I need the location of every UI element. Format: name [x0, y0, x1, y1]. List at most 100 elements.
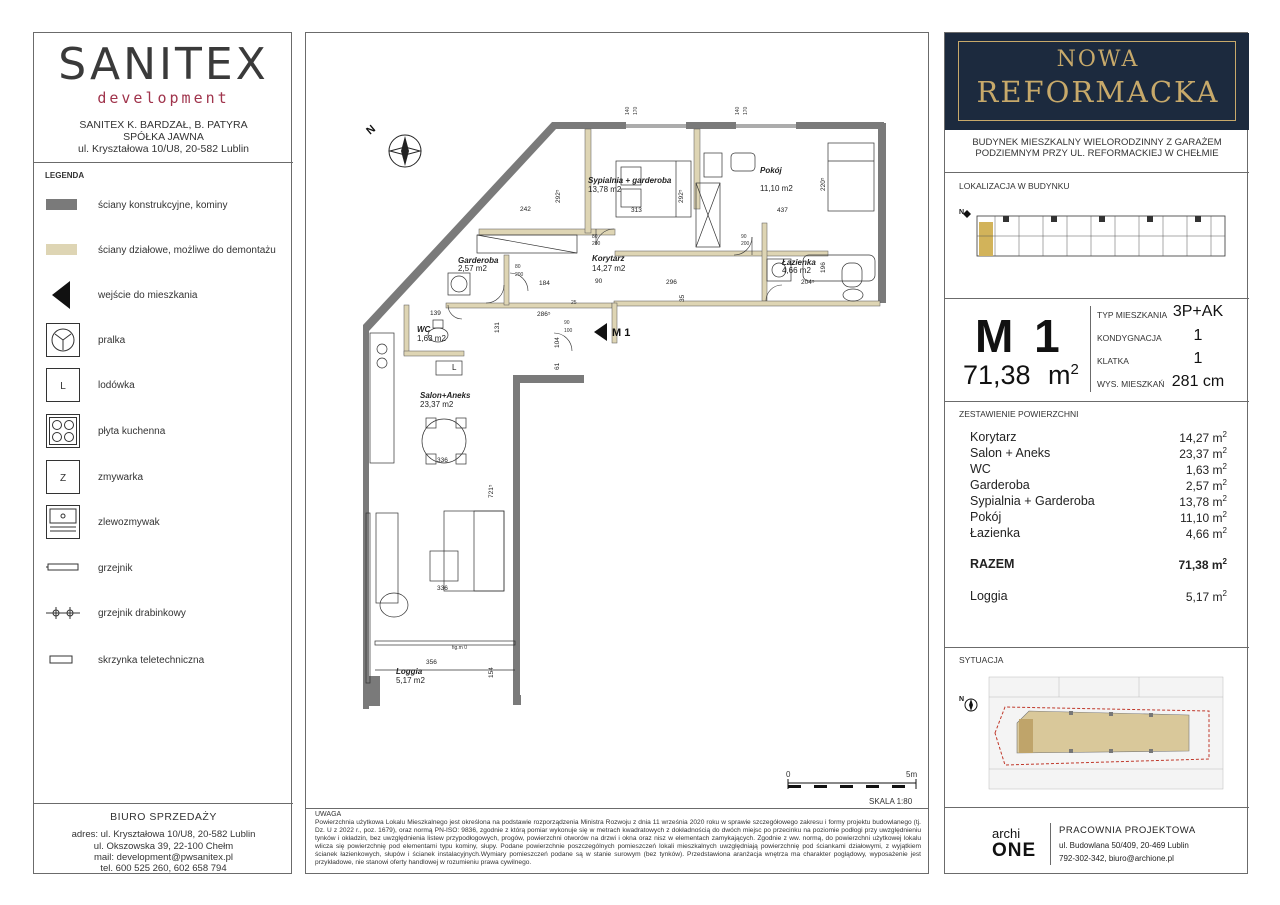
divider [34, 803, 293, 804]
dimension: 292⁵ [678, 189, 685, 203]
legend-label: skrzynka teletechniczna [98, 655, 205, 666]
floor-plan-panel: N [305, 32, 929, 874]
summary-label: ZESTAWIENIE POWIERZCHNI [959, 409, 1079, 419]
company-line: ul. Kryształowa 10/U8, 20-582 Lublin [77, 143, 249, 155]
dimension: 25 [571, 300, 577, 306]
dimension: 35 [679, 294, 686, 302]
dimension: 170 [743, 106, 749, 115]
dimension: 356 [426, 659, 437, 666]
north-compass-icon: N [959, 696, 978, 712]
partition-walls [403, 128, 881, 357]
summary-room: Salon + Aneks [970, 446, 1051, 460]
attribute-label: KONDYGNACJA [1097, 333, 1162, 343]
site-situation-map: N [959, 676, 1224, 790]
scale-start: 0 [786, 770, 791, 779]
notes-text: Powierzchnia użytkowa Lokalu Mieszkalneg… [315, 819, 921, 866]
dimension: 100 [564, 328, 573, 334]
sales-address: adres: ul. Kryształowa 10/U8, 20-582 Lub… [71, 829, 256, 840]
room-name: Loggia [396, 667, 423, 676]
building-location-map: N [959, 209, 1226, 257]
structural-wall-swatch [46, 188, 80, 222]
dimension: 220⁵ [820, 177, 827, 191]
brand-title-bottom: REFORMACKA [976, 75, 1220, 109]
dimension: 200 [741, 241, 750, 247]
architect-logo-bottom: ONE [992, 840, 1037, 861]
apartment-info-panel: NOWA REFORMACKA BUDYNEK MIESZKALNY WIELO… [944, 32, 1249, 874]
scale-end: 5m [906, 770, 918, 779]
cooktop-icon [46, 414, 80, 448]
legend-label: zmywarka [98, 472, 144, 483]
north-compass-icon: N [364, 123, 422, 168]
room-name: Łazienka [781, 258, 816, 267]
divider [306, 808, 928, 809]
attribute-label: TYP MIESZKANIA [1097, 310, 1168, 320]
dimension: 139 [430, 310, 441, 317]
building-desc-line: BUDYNEK MIESZKALNY WIELORODZINNY Z GARAŻ… [972, 137, 1222, 148]
dishwasher-icon: Z [46, 460, 80, 494]
divider [945, 807, 1249, 808]
notes-title: UWAGA [315, 811, 342, 818]
fridge-symbol: L [452, 363, 457, 372]
svg-text:N: N [364, 123, 378, 137]
dimension: 80 [592, 234, 598, 240]
summary-room: Garderoba [970, 478, 1030, 492]
apartment-type: 3P+AK [1172, 303, 1224, 320]
legend-item: ściany konstrukcyjne, kominy [46, 188, 286, 222]
legend-item: płyta kuchenna [46, 414, 286, 448]
legend-item: Z zmywarka [46, 460, 286, 494]
legend-label: wejście do mieszkania [98, 290, 198, 301]
dimension: 200 [515, 272, 524, 278]
dimension: 336 [437, 457, 448, 464]
brand-title-top: NOWA [1056, 47, 1140, 72]
dimension: 90 [595, 278, 603, 285]
summary-room: Sypialnia + Garderoba [970, 494, 1095, 508]
sales-office-title: BIURO SPRZEDAŻY [110, 811, 217, 823]
summary-total-label: RAZEM [970, 557, 1015, 571]
entrance-arrow-icon [594, 323, 607, 341]
divider [945, 172, 1249, 173]
architect-title: PRACOWNIA PROJEKTOWA [1059, 825, 1196, 836]
dimension: 140 [625, 106, 631, 115]
room-name: Garderoba [458, 256, 499, 265]
divider [945, 647, 1249, 648]
room-area: 11,10 m2 [760, 184, 793, 193]
sales-address-2: ul. Okszowska 39, 22-100 Chełm [93, 841, 234, 852]
legend-item: skrzynka teletechniczna [46, 643, 286, 677]
legend-item: pralka [46, 323, 286, 357]
legend-item: zlewozmywak [46, 505, 286, 539]
entrance-arrow-icon [46, 278, 80, 312]
dishwasher-symbol: Z [60, 473, 66, 484]
building-description: BUDYNEK MIESZKALNY WIELORODZINNY Z GARAŻ… [945, 137, 1249, 159]
doors [447, 228, 783, 352]
legend-label: ściany konstrukcyjne, kominy [98, 200, 228, 211]
legend-label: grzejnik drabinkowy [98, 608, 186, 619]
divider [945, 401, 1249, 402]
sales-email: mail: development@pwsanitex.pl [93, 852, 234, 863]
room-area: 2,57 m2 [458, 264, 487, 273]
scale-label: SKALA 1:80 [869, 797, 913, 806]
structural-walls [363, 122, 886, 709]
room-area: 1,63 m2 [417, 334, 446, 343]
dimension: 336 [437, 585, 448, 592]
architect-address: ul. Budowlana 50/409, 20-469 Lublin [1059, 841, 1189, 850]
legend-item: ściany działowe, możliwe do demontażu [46, 233, 286, 267]
legend-item: L lodówka [46, 368, 286, 402]
dimension: 140 [735, 106, 741, 115]
dimension: 437 [777, 207, 788, 214]
company-line: SPÓŁKA JAWNA [123, 131, 204, 143]
summary-area: 1,63 m2 [1185, 462, 1227, 477]
ladder-radiator-icon [46, 596, 80, 630]
company-line: SANITEX K. BARDZAŁ, B. PATYRA [79, 119, 248, 131]
building-desc-line: PODZIEMNYM PRZY UL. REFORMACKIEJ W CHEŁM… [975, 148, 1219, 159]
summary-area: 14,27 m2 [1179, 430, 1227, 445]
dimension: 184 [539, 280, 550, 287]
legend-title: LEGENDA [45, 171, 85, 180]
dimension-labels: 242 292⁵ 313 292⁵ 437 220⁵ 184 90 296 35… [426, 106, 827, 678]
apartment-area-unit: m2 [1048, 360, 1079, 390]
room-area: 14,27 m2 [592, 264, 626, 273]
room-name: Korytarz [592, 254, 624, 263]
legend-label: płyta kuchenna [98, 426, 166, 437]
floor-plan: N [363, 106, 917, 789]
dimension: 286⁵ [537, 311, 551, 318]
dimension: 292⁵ [555, 189, 562, 203]
